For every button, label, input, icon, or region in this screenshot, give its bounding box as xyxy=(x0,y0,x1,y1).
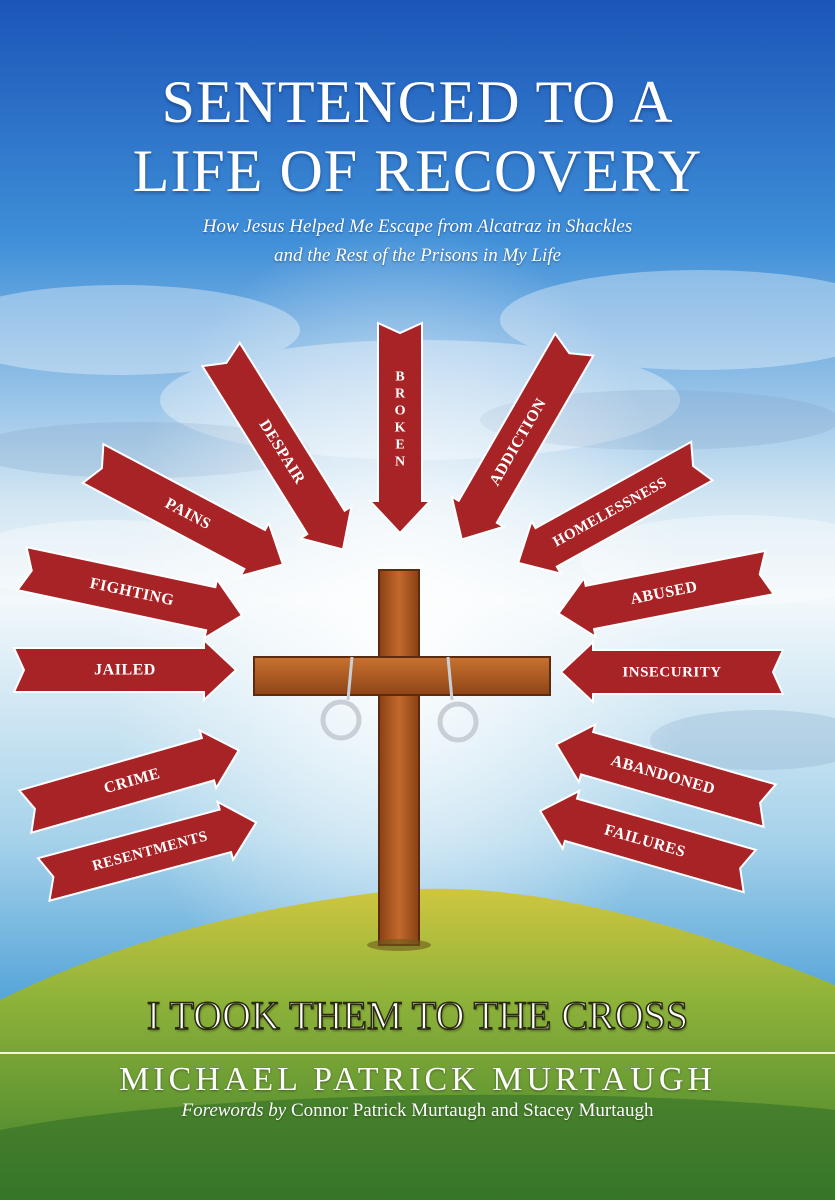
arrow-icon xyxy=(17,728,241,835)
arrow-icon xyxy=(367,321,433,535)
arrow-icon xyxy=(516,440,715,576)
arrow-abused: ABUSED xyxy=(557,549,776,639)
author-name: MICHAEL PATRICK MURTAUGH xyxy=(119,1061,716,1098)
arrow-label: INSECURITY xyxy=(622,664,721,680)
arrow-icon xyxy=(36,799,258,903)
arrow-icon xyxy=(12,637,238,703)
arrow-icon xyxy=(538,788,758,894)
arrow-pains: PAINS xyxy=(80,442,285,578)
arrow-icon xyxy=(80,442,285,578)
arrow-icon xyxy=(557,549,776,639)
arrow-despair: DESPAIR xyxy=(200,340,353,551)
arrow-insecurity: INSECURITY xyxy=(559,639,785,705)
arrow-failures: FAILURES xyxy=(538,788,758,894)
divider xyxy=(0,1052,835,1054)
arrow-addiction: ADDICTION xyxy=(450,331,595,541)
title-line-2: LIFE OF RECOVERY xyxy=(132,138,703,204)
arrow-crime: CRIME xyxy=(17,728,241,835)
forewords-prefix: Forewords by xyxy=(181,1100,287,1121)
arrow-resentments: RESENTMENTS xyxy=(36,799,258,903)
forewords-names: Connor Patrick Murtaugh and Stacey Murta… xyxy=(290,1100,654,1121)
arrow-icon xyxy=(200,340,353,551)
cross-icon xyxy=(253,569,551,951)
tagline: I TOOK THEM TO THE CROSS xyxy=(146,992,689,1039)
arrow-icon xyxy=(559,639,785,705)
subtitle-line-2: and the Rest of the Prisons in My Life xyxy=(273,245,562,266)
title-line-1: SENTENCED TO A xyxy=(161,69,674,135)
arrow-label: JAILED xyxy=(94,662,156,679)
arrow-icon xyxy=(15,545,244,641)
subtitle-line-1: How Jesus Helped Me Escape from Alcatraz… xyxy=(202,216,633,237)
arrow-icon xyxy=(450,331,595,541)
forewords-line: Forewords by Connor Patrick Murtaugh and… xyxy=(0,1098,835,1124)
arrow-fighting: FIGHTING xyxy=(15,545,244,641)
handcuffs-icon xyxy=(320,656,479,743)
arrow-jailed: JAILED xyxy=(12,637,238,703)
arrow-icon xyxy=(554,722,778,829)
